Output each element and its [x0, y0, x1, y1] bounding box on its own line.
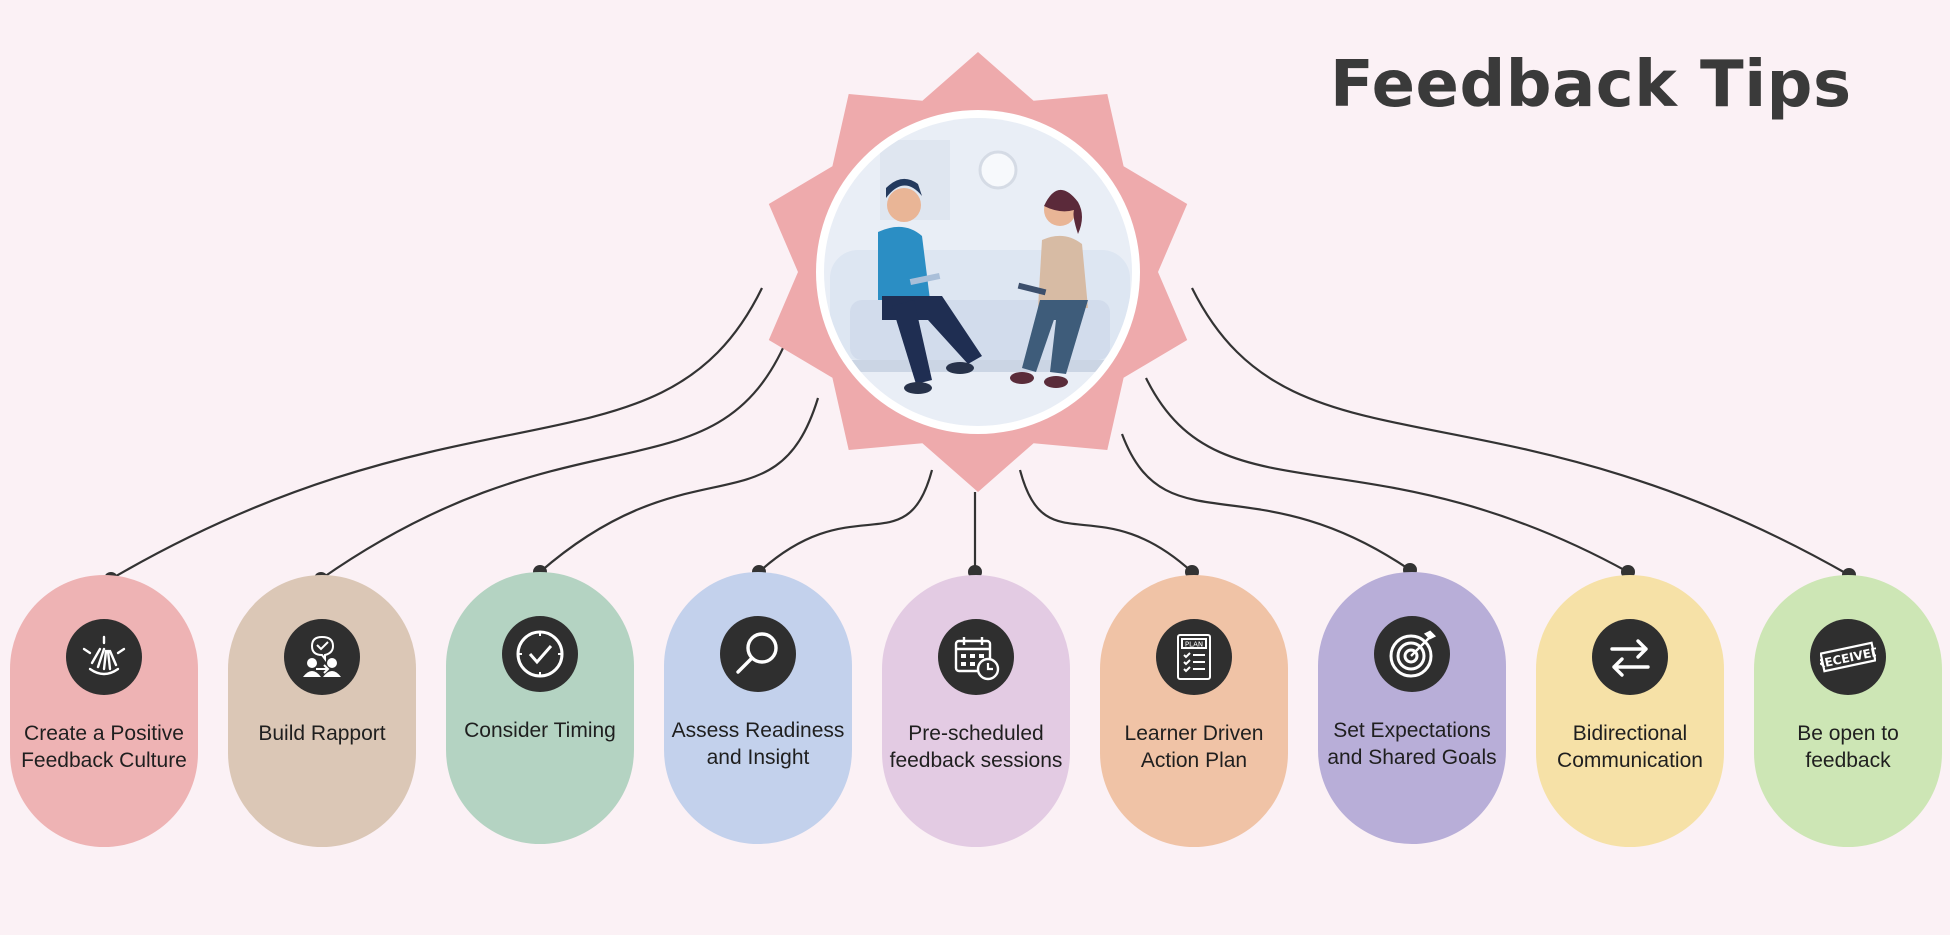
connector-line [1145, 377, 1629, 573]
target-icon [1374, 616, 1450, 692]
tip-label: Consider Timing [464, 719, 616, 742]
connector-line [1120, 433, 1411, 571]
conversation-illustration [824, 118, 1132, 426]
central-badge [768, 52, 1188, 492]
page-title: Feedback Tips [1330, 48, 1852, 122]
connector-line [1191, 287, 1850, 576]
connector-line [539, 397, 820, 573]
tip-label: Build Rapport [258, 722, 386, 745]
team-rapport-icon [284, 619, 360, 695]
tip-card: Build Rapport [228, 575, 416, 847]
connector-line [110, 287, 763, 580]
connector-line [320, 331, 792, 580]
tip-card: Consider Timing [446, 572, 634, 844]
magnifier-icon [720, 616, 796, 692]
tip-card: Pre-scheduled feedback sessions [882, 575, 1070, 847]
tip-card: PLAN Learner Driven Action Plan [1100, 575, 1288, 847]
two-way-arrows-icon [1592, 619, 1668, 695]
connector-line [758, 469, 934, 573]
tip-label: Create a Positive Feedback Culture [21, 722, 187, 772]
tip-label: Set Expectations and Shared Goals [1327, 719, 1497, 769]
connector-lines [104, 287, 1856, 586]
tip-label: Assess Readiness and Insight [671, 719, 845, 769]
tip-label: Pre-scheduled feedback sessions [889, 722, 1063, 772]
tip-label: Be open to feedback [1797, 722, 1899, 772]
connector-line [1018, 469, 1193, 573]
calendar-clock-icon [938, 619, 1014, 695]
tip-card: Create a Positive Feedback Culture [10, 575, 198, 847]
tip-card: RECEIVED Be open to feedback [1754, 575, 1942, 847]
received-stamp-icon: RECEIVED [1810, 619, 1886, 695]
plan-word: PLAN [1185, 641, 1203, 649]
hands-together-icon [66, 619, 142, 695]
plan-checklist-icon: PLAN [1156, 619, 1232, 695]
tip-label: Learner Driven Action Plan [1124, 722, 1264, 772]
tip-card: Bidirectional Communication [1536, 575, 1724, 847]
tip-card: Assess Readiness and Insight [664, 572, 852, 844]
tip-label: Bidirectional Communication [1557, 722, 1703, 772]
tip-card: Set Expectations and Shared Goals [1318, 572, 1506, 844]
clock-check-icon [502, 616, 578, 692]
